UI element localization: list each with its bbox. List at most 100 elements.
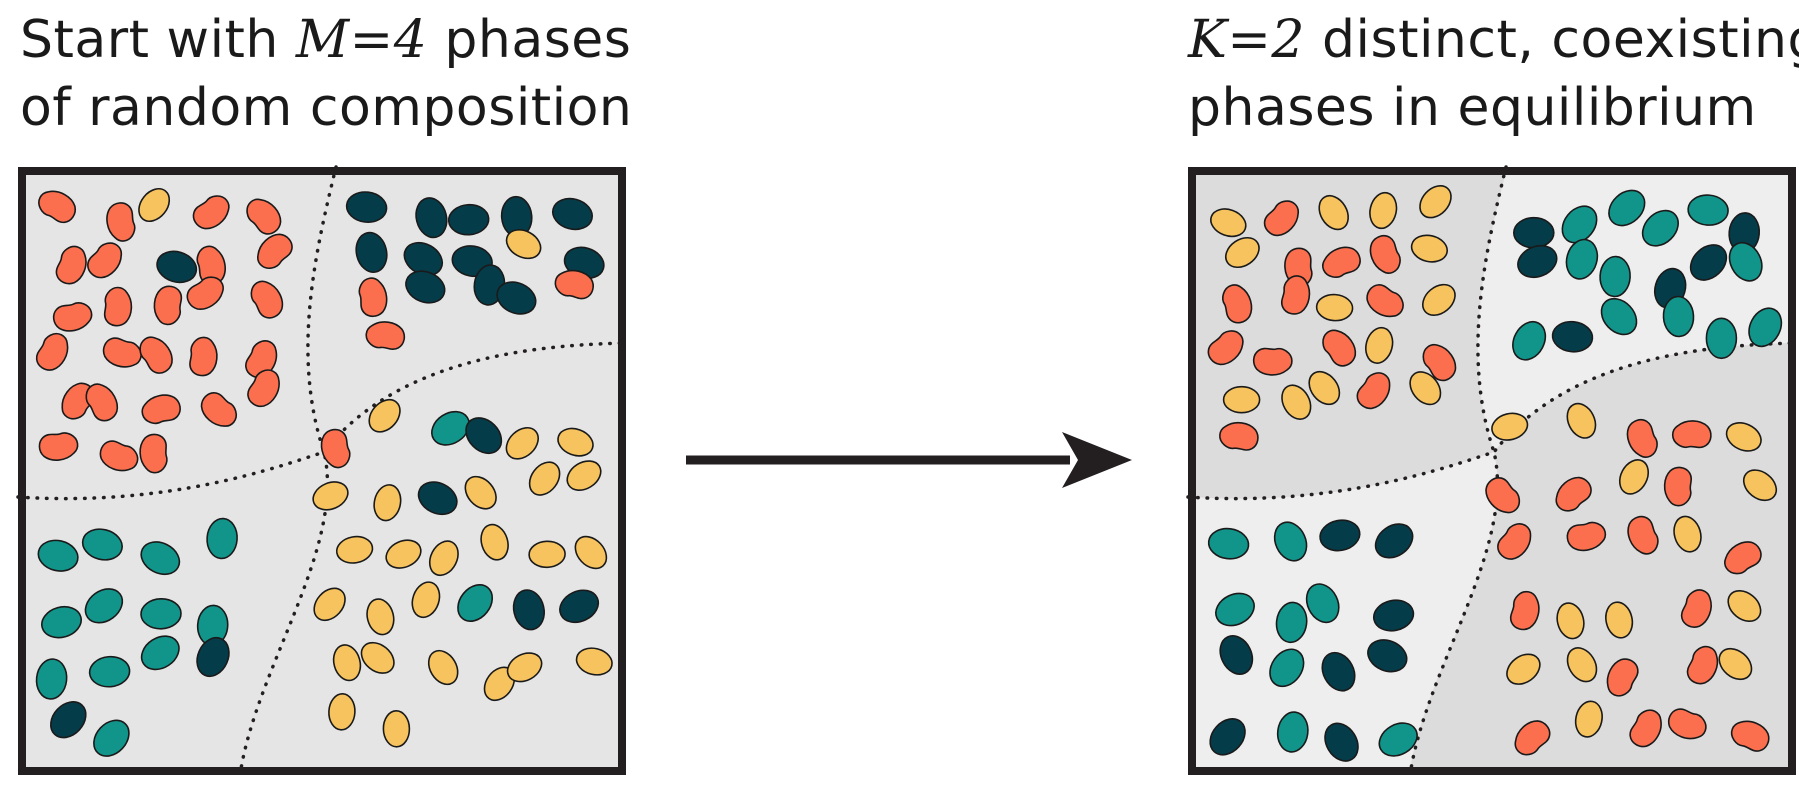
after-particle-orange — [1671, 420, 1712, 449]
after-particle-orange — [1509, 590, 1540, 631]
before-particle-orange — [52, 302, 93, 332]
after-particle-yellow — [1281, 384, 1312, 420]
before-panel — [16, 165, 628, 777]
after-particle-navy — [1551, 320, 1594, 353]
after-panel-border — [1188, 167, 1796, 775]
after-particle-orange — [1555, 476, 1592, 512]
before-particle-orange — [358, 277, 388, 318]
after-particle-teal — [1641, 209, 1679, 247]
before-particle-orange — [186, 276, 225, 310]
after-caption-line-1: K=2 distinct, coexisting — [1188, 6, 1799, 74]
before-particle-yellow — [528, 461, 561, 496]
after-particle-navy — [1324, 722, 1359, 762]
after-particle-orange — [1207, 330, 1244, 366]
after-particle-teal — [1207, 527, 1250, 560]
before-particle-orange — [196, 245, 226, 286]
after-particle-teal — [1687, 194, 1729, 226]
before-particle-yellow — [428, 540, 459, 577]
after-particle-orange — [1485, 476, 1521, 514]
after-particle-teal — [1600, 297, 1638, 336]
after-particle-orange — [1724, 541, 1762, 575]
before-particle-yellow — [411, 581, 441, 619]
after-particle-orange — [1627, 515, 1659, 555]
after-particle-yellow — [1506, 653, 1541, 685]
after-particle-yellow — [1566, 647, 1598, 683]
before-particle-navy — [196, 636, 230, 678]
after-particle-teal — [1748, 307, 1783, 348]
after-particle-orange — [1606, 658, 1639, 697]
after-particle-yellow — [1308, 370, 1341, 406]
before-particle-orange — [141, 394, 181, 425]
before-particle-orange — [250, 280, 284, 319]
before-particle-orange — [85, 383, 119, 422]
before-particle-orange — [87, 242, 123, 279]
after-particle-teal — [1275, 601, 1308, 644]
before-caption-line-1: Start with M=4 phases — [20, 6, 632, 74]
after-particle-orange — [1422, 343, 1457, 382]
after-particle-teal — [1728, 241, 1763, 282]
before-particle-teal — [206, 517, 238, 560]
before-particle-orange — [103, 286, 133, 327]
after-particle-navy — [1512, 216, 1555, 249]
after-caption-line-2: phases in equilibrium — [1188, 78, 1757, 138]
after-particle-teal — [1215, 592, 1255, 627]
after-particle-teal — [1705, 317, 1738, 360]
before-particle-navy — [355, 231, 388, 273]
before-caption-line-2: of random composition — [20, 78, 633, 138]
right-arrow-icon — [686, 432, 1132, 488]
before-particle-orange — [139, 336, 173, 374]
before-caption-math: M=4 — [295, 10, 428, 70]
before-particle-yellow — [313, 587, 346, 622]
before-particle-navy — [551, 197, 594, 231]
before-particle-navy — [417, 481, 458, 516]
after-caption-suffix: distinct, coexisting — [1305, 10, 1799, 70]
before-particle-orange — [256, 233, 293, 270]
before-particle-orange — [38, 432, 79, 461]
before-particle-teal — [93, 719, 130, 757]
after-particle-teal — [1512, 320, 1547, 361]
before-particle-yellow — [382, 710, 411, 748]
after-particle-yellow — [1410, 234, 1448, 263]
after-particle-navy — [1517, 244, 1558, 279]
after-particle-yellow — [1225, 236, 1260, 269]
after-particle-yellow — [1318, 194, 1349, 231]
after-particle-orange — [1356, 372, 1391, 410]
after-particle-yellow — [1210, 208, 1247, 238]
after-particle-yellow — [1673, 515, 1702, 553]
after-particle-yellow — [1727, 590, 1762, 622]
before-particle-yellow — [557, 427, 594, 457]
before-particle-orange — [365, 321, 406, 350]
after-particle-yellow — [1718, 647, 1753, 681]
after-panel — [1186, 165, 1798, 777]
after-particle-yellow — [1574, 700, 1603, 738]
before-particle-navy — [49, 701, 87, 739]
before-particle-teal — [140, 597, 182, 630]
before-particle-teal — [35, 658, 68, 700]
after-particle-yellow — [1419, 185, 1452, 219]
before-particle-orange — [192, 195, 230, 230]
after-particle-orange — [1663, 466, 1693, 507]
before-particle-yellow — [506, 652, 543, 683]
before-particle-yellow — [575, 647, 613, 676]
before-particle-orange — [320, 428, 351, 469]
after-particle-teal — [1608, 189, 1646, 227]
before-particle-teal — [88, 655, 131, 688]
before-particle-yellow — [312, 481, 349, 511]
before-particle-navy — [345, 191, 388, 223]
before-particle-yellow — [138, 187, 171, 223]
after-particle-yellow — [1491, 412, 1529, 441]
before-particle-navy — [512, 589, 545, 631]
after-particle-orange — [1263, 200, 1300, 237]
after-particle-teal — [1276, 711, 1309, 753]
before-particle-orange — [200, 392, 237, 427]
before-particle-yellow — [328, 693, 356, 731]
after-caption-math: K=2 — [1188, 10, 1306, 70]
after-particle-teal — [1599, 255, 1631, 298]
after-particle-orange — [1369, 235, 1401, 274]
after-particle-orange — [1497, 523, 1532, 560]
before-particle-orange — [153, 285, 183, 326]
before-particle-teal — [41, 605, 82, 639]
before-particle-navy — [447, 203, 490, 236]
after-particle-yellow — [1369, 191, 1398, 230]
before-particle-yellow — [566, 460, 602, 491]
